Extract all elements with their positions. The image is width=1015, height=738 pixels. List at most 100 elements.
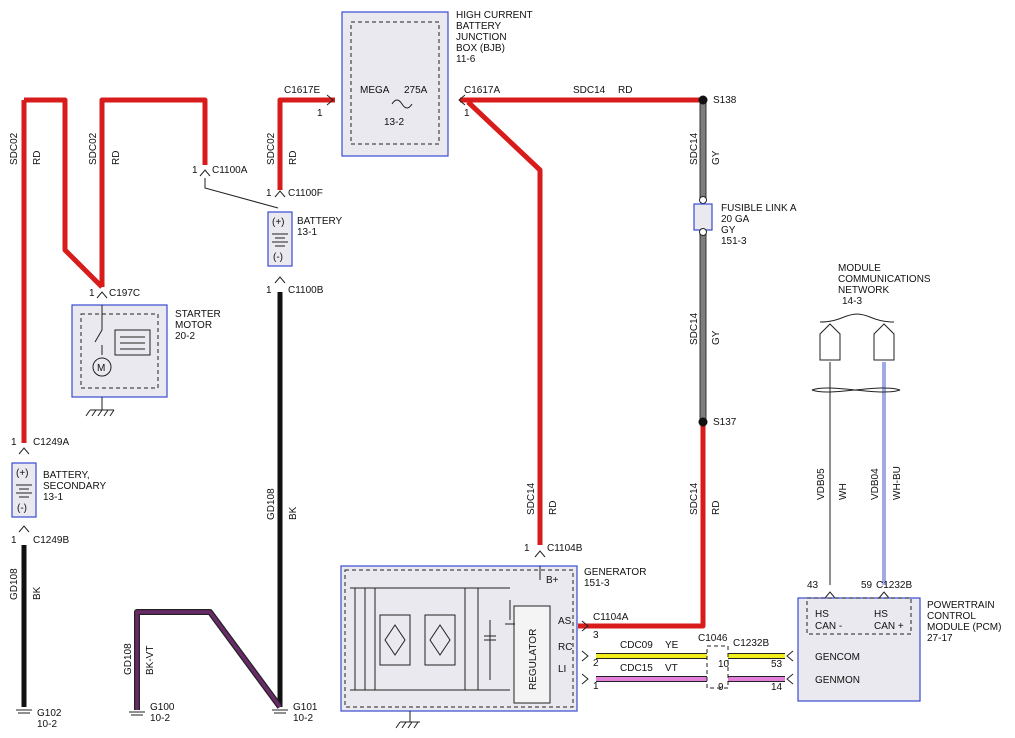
battery-secondary-minus: (-): [17, 503, 27, 514]
label-sdc02-b: SDC02: [88, 132, 99, 165]
label-s138: S138: [713, 95, 737, 106]
pin-c1046-10: 10: [718, 659, 730, 670]
wire-gd108-bkvt-outline: [134, 609, 283, 710]
label-c1104a: C1104A: [593, 612, 629, 623]
wire-sdc02-starter: [99, 97, 208, 287]
pin-c1617e: 1: [317, 108, 323, 119]
battery-title: BATTERY: [297, 216, 343, 227]
label-gd108-sec: GD108: [9, 568, 20, 600]
label-rd-b: RD: [111, 151, 122, 165]
generator-ground-icon: [395, 711, 420, 729]
pcm-can-minus: CAN -: [815, 621, 842, 632]
label-cdc15: CDC15: [620, 663, 653, 674]
bjb-title-2: BATTERY: [456, 21, 502, 32]
battery-secondary-box: [11, 462, 37, 518]
label-rd-a: RD: [32, 151, 43, 165]
label-c1100b: C1100B: [288, 285, 324, 296]
battery-secondary-title-2: SECONDARY: [43, 481, 106, 492]
label-c1249a: C1249A: [33, 437, 69, 448]
pin-li-1: 1: [593, 681, 599, 692]
wire-gd108-bkvt: [135, 610, 282, 710]
label-c1100f: C1100F: [288, 188, 323, 199]
label-c1046: C1046: [698, 633, 728, 644]
splice-s137: [698, 417, 708, 427]
starter-ground-icon: [85, 397, 115, 417]
starter-solenoid-icon: [94, 305, 151, 356]
ground-g100-ref: 10-2: [150, 713, 170, 724]
label-wh: WH: [838, 483, 849, 500]
bjb-box: [341, 11, 449, 157]
label-ye: YE: [665, 640, 679, 651]
network-connector-right-icon: [873, 323, 895, 361]
label-sdc02-c: SDC02: [266, 132, 277, 165]
label-cdc09: CDC09: [620, 640, 653, 651]
pin-rc-2: 2: [593, 658, 599, 669]
pcm-title-3: MODULE (PCM): [927, 622, 1001, 633]
network-ref: 14-3: [842, 296, 862, 307]
network-title-1: MODULE: [838, 263, 881, 274]
label-rd-c: RD: [288, 151, 299, 165]
generator-as: AS: [558, 616, 572, 627]
battery-cells-icon: [272, 233, 288, 247]
ground-g100: G100: [150, 702, 175, 713]
bjb-title-1: HIGH CURRENT: [456, 10, 533, 21]
pcm-gencom: GENCOM: [815, 652, 860, 663]
fusible-top-terminal: [699, 196, 707, 204]
label-sdc14-gen: SDC14: [526, 482, 537, 515]
pcm-can-plus: CAN +: [874, 621, 904, 632]
label-sdc14-gy-a: SDC14: [689, 132, 700, 165]
pin-c1249b: 1: [11, 535, 17, 546]
c1104b-chevron-icon: [534, 550, 546, 558]
pcm-title-1: POWERTRAIN: [927, 600, 995, 611]
wire-sdc02-battery: [277, 97, 335, 190]
fusible-color: GY: [721, 225, 736, 236]
bjb-fuse-amp: 275A: [404, 85, 428, 96]
label-gd108-bat: GD108: [266, 488, 277, 520]
wire-c1100a-link: [204, 178, 279, 209]
fusible-gauge: 20 GA: [721, 214, 750, 225]
battery-secondary-title-1: BATTERY,: [43, 470, 90, 481]
c1104a-chevron-icon: [581, 620, 589, 685]
c1249a-chevron-icon: [18, 447, 30, 455]
ground-g101-icon: [272, 709, 288, 714]
starter-motor-icon: [92, 357, 112, 377]
label-bk-bat: BK: [288, 506, 299, 520]
starter-title-1: STARTER: [175, 309, 221, 320]
starter-inner: [80, 313, 159, 389]
wire-sdc02-top-left: [24, 97, 104, 289]
label-sdc14-as: SDC14: [689, 482, 700, 515]
fusible-bottom-terminal: [699, 228, 707, 236]
battery-minus: (-): [273, 252, 283, 263]
label-vdb04: VDB04: [870, 468, 881, 500]
label-sdc14-top: SDC14: [573, 85, 606, 96]
ground-g102: G102: [37, 708, 62, 719]
pin-c1232b-14: 14: [771, 682, 783, 693]
label-c1232b-top: C1232B: [876, 580, 912, 591]
battery-secondary-ref: 13-1: [43, 492, 63, 503]
c1232b-side-chevron-icon: [786, 650, 794, 685]
generator-li: LI: [558, 664, 566, 675]
label-c1249b: C1249B: [33, 535, 69, 546]
generator-output-icon: [505, 566, 541, 625]
network-title-2: COMMUNICATIONS: [838, 274, 931, 285]
bjb-fuse-name: MEGA: [360, 85, 390, 96]
label-c1617e: C1617E: [284, 85, 320, 96]
c1100f-chevron-icon: [274, 190, 286, 198]
label-sdc14-gy-b: SDC14: [689, 312, 700, 345]
c1100a-chevron-icon: [199, 169, 211, 177]
battery-secondary-cells-icon: [16, 484, 32, 498]
label-rd-as: RD: [711, 501, 722, 515]
pin-c1100b: 1: [266, 285, 272, 296]
bjb-inner: [350, 21, 440, 145]
pcm-box: [797, 597, 921, 702]
label-c1104b: C1104B: [547, 543, 583, 554]
pin-c197c: 1: [89, 288, 95, 299]
ground-g101-ref: 10-2: [293, 713, 313, 724]
fusible-ref: 151-3: [721, 236, 747, 247]
label-bk-sec: BK: [32, 586, 43, 600]
pin-c1617a: 1: [464, 108, 470, 119]
label-vt: VT: [665, 663, 678, 674]
starter-ref: 20-2: [175, 331, 195, 342]
c1617e-chevron-icon: [326, 94, 334, 106]
